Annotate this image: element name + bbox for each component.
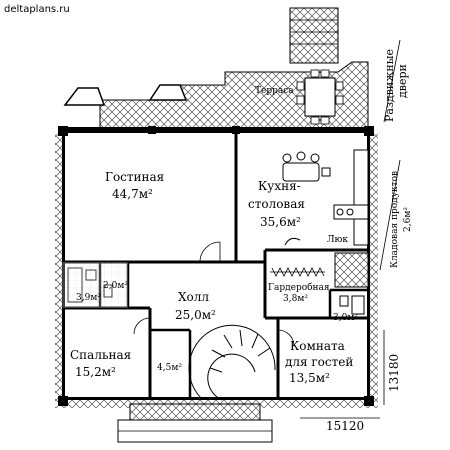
right-bath-fixtures xyxy=(339,295,365,315)
bedroom-area: 15,2м² xyxy=(75,365,116,379)
svg-text:двери: двери xyxy=(396,64,409,98)
corridor-area: 4,5м² xyxy=(157,363,182,373)
door-swings xyxy=(133,241,295,347)
left-bay-window xyxy=(63,87,106,106)
svg-text:15120: 15120 xyxy=(326,419,364,433)
kitchen-name-line2: столовая xyxy=(248,197,305,211)
left-wc-area: 2,0м² xyxy=(103,281,128,291)
guest-room-name-line2: для гостей xyxy=(285,355,353,369)
top-stairs xyxy=(289,7,339,64)
left-bathroom-fixtures xyxy=(62,262,128,308)
svg-text:Кладовая продуктов: Кладовая продуктов xyxy=(390,171,400,268)
hall-name: Холл xyxy=(178,290,209,304)
guest-room-area: 13,5м² xyxy=(289,371,330,385)
living-room-name: Гостиная xyxy=(105,170,164,184)
wardrobe-area: 3,8м² xyxy=(283,294,308,304)
terrace-table xyxy=(304,77,336,117)
pantry-area xyxy=(334,252,369,288)
watermark: deltaplans.ru xyxy=(4,4,70,15)
svg-text:Раздвижные: Раздвижные xyxy=(383,49,396,122)
center-bay-window xyxy=(148,84,188,101)
kitchen-name-line1: Кухня- xyxy=(258,179,301,193)
sliding-doors-callout: Раздвижные двери xyxy=(383,39,409,123)
width-dimension: 15120 xyxy=(300,417,380,433)
corner-columns xyxy=(58,126,374,406)
bottom-entrance xyxy=(117,403,273,443)
terrace: Терраса xyxy=(99,61,369,131)
right-bath-area: 3,0м² xyxy=(333,313,358,323)
kitchen-area: 35,6м² xyxy=(260,215,301,229)
svg-text:13180: 13180 xyxy=(387,354,401,392)
wardrobe-name: Гардеробная xyxy=(268,282,330,293)
pantry-callout: Кладовая продуктов 2,6м² xyxy=(379,159,413,271)
height-dimension: 13180 xyxy=(383,330,401,405)
guest-room-name-line1: Комната xyxy=(290,339,345,353)
spiral-staircase xyxy=(188,324,276,401)
svg-text:2,6м²: 2,6м² xyxy=(403,207,413,232)
kitchen-furniture xyxy=(282,149,369,246)
bedroom-name: Спальная xyxy=(70,348,131,362)
left-bathroom-area: 3,9м² xyxy=(76,293,101,303)
living-room-area: 44,7м² xyxy=(112,187,153,201)
terrace-chairs xyxy=(296,69,344,125)
terrace-label: Терраса xyxy=(255,86,294,96)
wardrobe-rail xyxy=(270,267,325,277)
hall-area: 25,0м² xyxy=(175,308,216,322)
hatch-label: Люк xyxy=(327,235,348,245)
